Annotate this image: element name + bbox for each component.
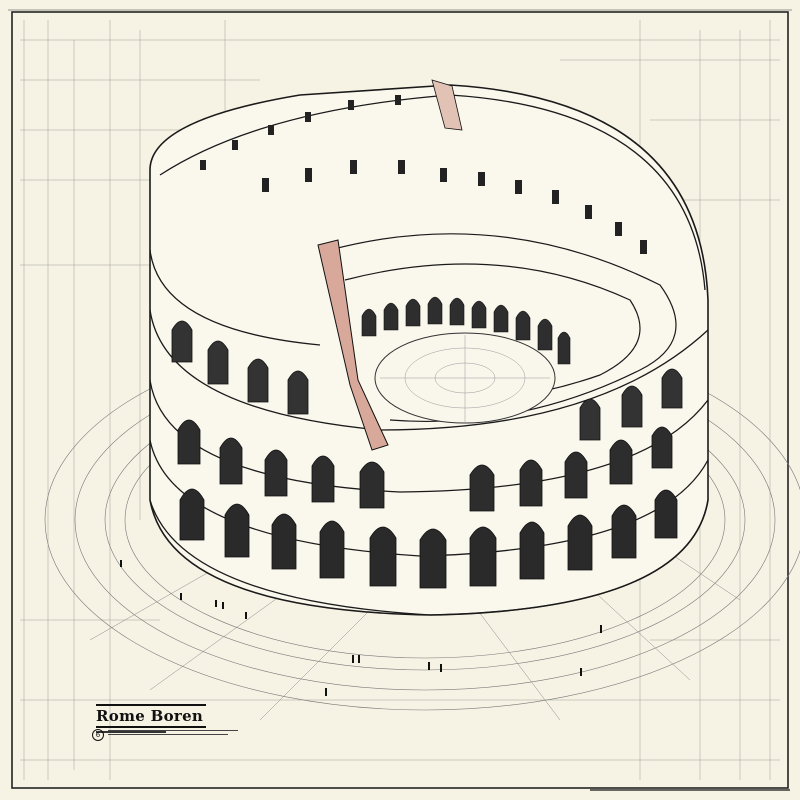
title-notes xyxy=(108,730,238,738)
note-line xyxy=(108,734,228,735)
title-underline xyxy=(96,726,206,728)
title-rule xyxy=(96,704,206,706)
title-block: Rome Boren xyxy=(96,704,206,733)
subtitle-line xyxy=(96,731,166,733)
note-line xyxy=(108,730,238,731)
copyright-seal-icon: 6 xyxy=(92,729,104,741)
drawing-title: Rome Boren xyxy=(96,707,204,725)
